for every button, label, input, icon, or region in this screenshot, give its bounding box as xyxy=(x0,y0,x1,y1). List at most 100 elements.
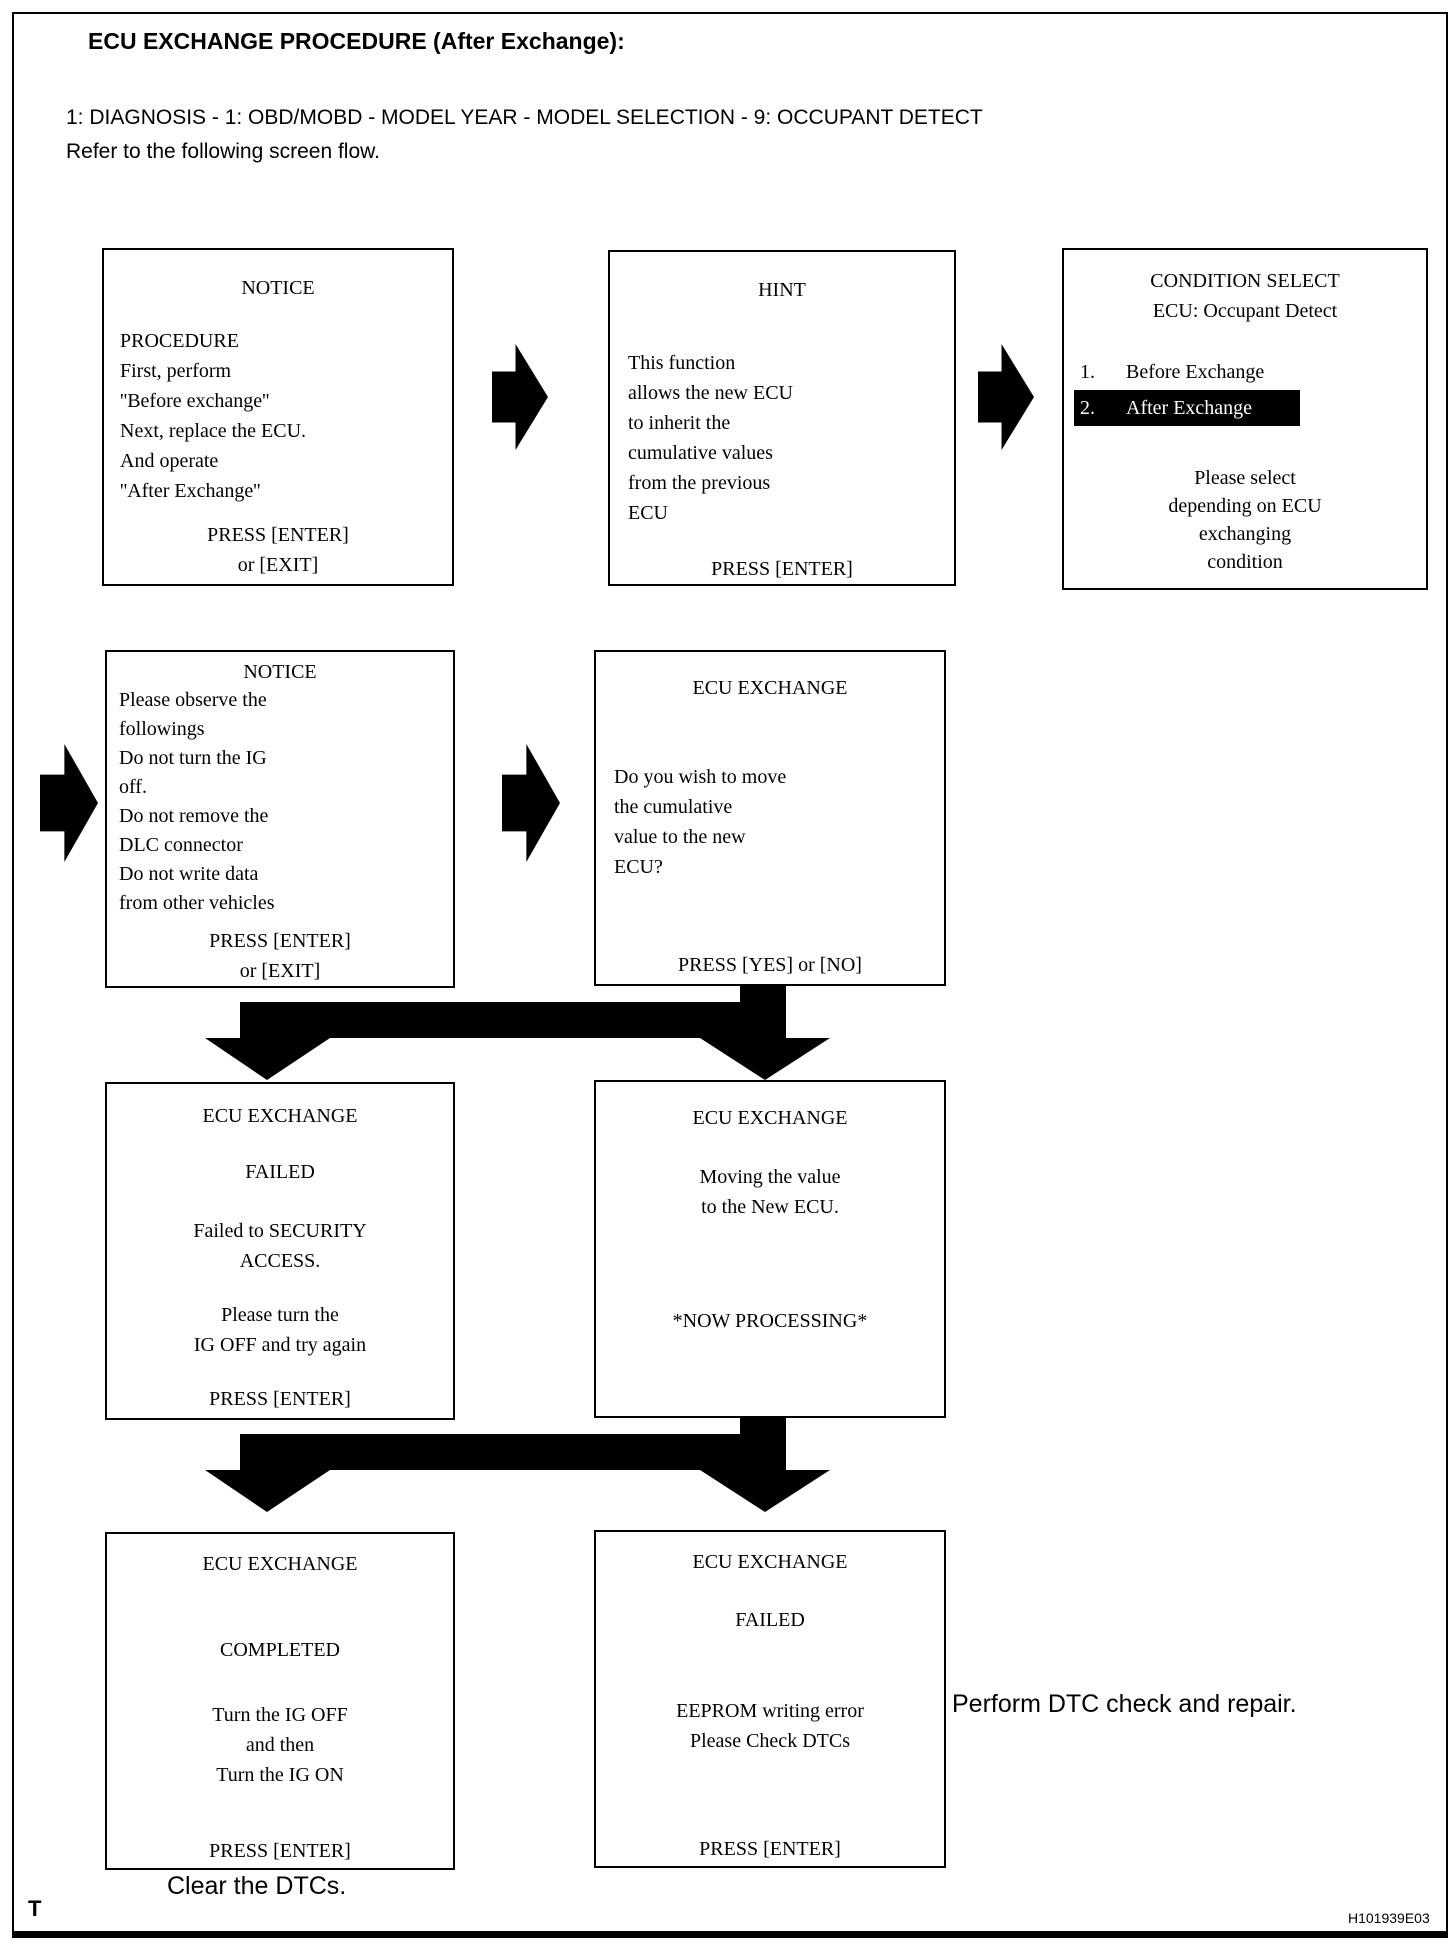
screen-text-line: Moving the value xyxy=(699,1166,841,1188)
screen-footer: PRESS [YES] or [NO] xyxy=(596,950,944,980)
screen-text-line: And operate xyxy=(120,450,219,472)
screen-text-line: ''After Exchange'' xyxy=(120,480,261,502)
screen-text-line: from the previous xyxy=(628,472,771,494)
screen-text-line: Failed to SECURITY xyxy=(193,1220,367,1242)
screen-text-line: Please turn the xyxy=(221,1304,339,1326)
page-border xyxy=(12,12,1448,1938)
screen-body: Turn the IG OFF and then Turn the IG ON xyxy=(107,1700,453,1790)
screen-text-line: Turn the IG ON xyxy=(216,1764,344,1786)
screen-text-line: ''Before exchange'' xyxy=(120,390,270,412)
screen-hint: HINT This function allows the new ECU to… xyxy=(608,250,956,586)
screen-body: Do you wish to move the cumulative value… xyxy=(596,762,944,882)
status-failed: FAILED xyxy=(735,1609,805,1631)
menu-item-after-exchange-selected: 2. After Exchange xyxy=(1074,390,1300,426)
page-footer-left: T xyxy=(28,1896,42,1921)
screen-title: HINT xyxy=(758,279,806,301)
screen-text-line: Do you wish to move xyxy=(614,766,787,788)
screen-title: ECU EXCHANGE xyxy=(692,1551,848,1573)
screen-text-line: Please select xyxy=(1194,467,1296,489)
screen-title: CONDITION SELECT xyxy=(1150,270,1340,292)
screen-body: PROCEDURE First, perform ''Before exchan… xyxy=(104,326,452,506)
screen-text-line: exchanging xyxy=(1198,523,1292,545)
screen-exchange-completed: ECU EXCHANGE COMPLETED Turn the IG OFF a… xyxy=(105,1532,455,1870)
press-enter-text: PRESS [ENTER] xyxy=(209,1840,351,1862)
page-title: ECU EXCHANGE PROCEDURE (After Exchange): xyxy=(88,28,625,54)
screen-text-line: value to the new xyxy=(614,826,746,848)
press-yes-no-text: PRESS [YES] or [NO] xyxy=(678,954,862,976)
press-enter-text: PRESS [ENTER] xyxy=(209,1388,351,1410)
press-enter-text: PRESS [ENTER] xyxy=(207,524,349,546)
screen-body: This function allows the new ECU to inhe… xyxy=(610,348,954,528)
screen-text-line: DLC connector xyxy=(119,834,243,856)
breadcrumb: 1: DIAGNOSIS - 1: OBD/MOBD - MODEL YEAR … xyxy=(66,106,983,129)
press-enter-text: PRESS [ENTER] xyxy=(209,930,351,952)
screen-text-line: Please Check DTCs xyxy=(690,1730,850,1752)
screen-text-line: Do not remove the xyxy=(119,805,269,827)
screen-subtitle: ECU: Occupant Detect xyxy=(1152,300,1338,322)
screen-body: Failed to SECURITY ACCESS. xyxy=(107,1216,453,1276)
menu-item-number: 1. xyxy=(1080,361,1095,383)
screen-exchange-processing: ECU EXCHANGE Moving the value to the New… xyxy=(594,1080,946,1418)
screen-title: ECU EXCHANGE xyxy=(692,1107,848,1129)
screen-footer: PRESS [ENTER] or [EXIT] xyxy=(104,520,452,580)
screen-exchange-failed-security: ECU EXCHANGE FAILED Failed to SECURITY A… xyxy=(105,1082,455,1420)
screen-text-line: and then xyxy=(245,1734,315,1756)
screen-title: ECU EXCHANGE xyxy=(202,1553,358,1575)
screen-title: ECU EXCHANGE xyxy=(692,677,848,699)
screen-title: ECU EXCHANGE xyxy=(202,1105,358,1127)
screen-body: Please observe the followings Do not tur… xyxy=(107,686,453,918)
screen-text-line: IG OFF and try again xyxy=(193,1334,367,1356)
press-enter-text: PRESS [ENTER] xyxy=(711,558,853,580)
screen-exchange-failed-eeprom: ECU EXCHANGE FAILED EEPROM writing error… xyxy=(594,1530,946,1868)
screen-text-line: Next, replace the ECU. xyxy=(120,420,307,442)
screen-text-line: the cumulative xyxy=(614,796,733,818)
screen-footer: PRESS [ENTER] or [EXIT] xyxy=(107,926,453,986)
screen-text-line: off. xyxy=(119,776,147,798)
status-failed: FAILED xyxy=(245,1161,315,1183)
screen-text-line: depending on ECU xyxy=(1168,495,1322,517)
or-exit-text: or [EXIT] xyxy=(237,554,319,576)
screen-body: EEPROM writing error Please Check DTCs xyxy=(596,1696,944,1756)
screen-footer: PRESS [ENTER] xyxy=(610,554,954,584)
screen-text-line: PROCEDURE xyxy=(120,330,239,352)
screen-text-line: EEPROM writing error xyxy=(676,1700,864,1722)
screen-notice-procedure: NOTICE PROCEDURE First, perform ''Before… xyxy=(102,248,454,586)
screen-text-line: Do not write data xyxy=(119,863,259,885)
or-exit-text: or [EXIT] xyxy=(239,960,321,982)
screen-title: NOTICE xyxy=(241,277,315,299)
screen-body-2: Please turn the IG OFF and try again xyxy=(107,1300,453,1360)
screen-text-line: This function xyxy=(628,352,736,374)
screen-text-line: from other vehicles xyxy=(119,892,275,914)
menu-item-label: Before Exchange xyxy=(1126,361,1265,383)
subtitle: Refer to the following screen flow. xyxy=(66,140,380,163)
screen-notice-observe: NOTICE Please observe the followings Do … xyxy=(105,650,455,988)
screen-text-line: cumulative values xyxy=(628,442,773,464)
condition-menu: 1. Before Exchange 2. After Exchange xyxy=(1064,354,1426,426)
press-enter-text: PRESS [ENTER] xyxy=(699,1838,841,1860)
screen-title: NOTICE xyxy=(243,661,317,683)
menu-item-label: After Exchange xyxy=(1126,397,1253,419)
screen-text-line: Turn the IG OFF xyxy=(212,1704,348,1726)
screen-text-line: followings xyxy=(119,718,205,740)
screen-text-line: to inherit the xyxy=(628,412,731,434)
screen-text-line: allows the new ECU xyxy=(628,382,793,404)
status-completed: COMPLETED xyxy=(220,1639,340,1661)
branch-arrow-icon xyxy=(205,1417,830,1512)
screen-text-line: ACCESS. xyxy=(239,1250,321,1272)
screen-text-line: First, perform xyxy=(120,360,232,382)
figure-code: H101939E03 xyxy=(1348,1910,1430,1926)
menu-item-before-exchange: 1. Before Exchange xyxy=(1074,354,1426,390)
screen-text-line: to the New ECU. xyxy=(701,1196,839,1218)
screen-note: Please select depending on ECU exchangin… xyxy=(1064,464,1426,576)
menu-item-number: 2. xyxy=(1080,397,1095,419)
now-processing-text: *NOW PROCESSING* xyxy=(672,1310,868,1332)
branch-arrow-icon xyxy=(205,985,830,1080)
screen-ecu-exchange-confirm: ECU EXCHANGE Do you wish to move the cum… xyxy=(594,650,946,986)
screen-text-line: Please observe the xyxy=(119,689,267,711)
perform-dtc-check-label: Perform DTC check and repair. xyxy=(952,1690,1297,1718)
screen-text-line: Do not turn the IG xyxy=(119,747,267,769)
screen-text-line: condition xyxy=(1207,551,1283,573)
screen-text-line: ECU? xyxy=(614,856,663,878)
screen-condition-select: CONDITION SELECT ECU: Occupant Detect 1.… xyxy=(1062,248,1428,590)
